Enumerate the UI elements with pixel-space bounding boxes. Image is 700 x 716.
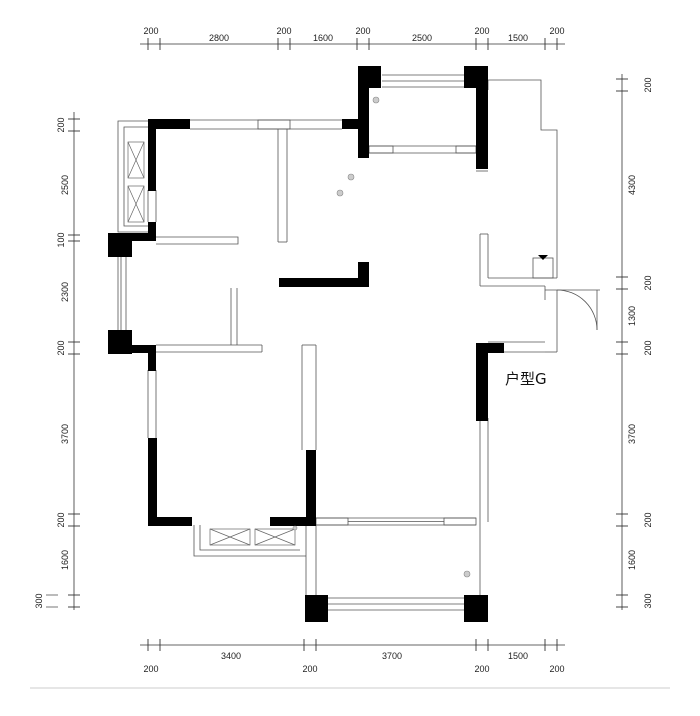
partition-walls <box>117 74 600 611</box>
dim-top-7: 200 <box>474 26 489 36</box>
dim-top-2: 2800 <box>209 33 229 43</box>
dim-left-2: 2500 <box>60 175 70 195</box>
dimension-top: 200 2800 200 1600 200 2500 200 1500 200 <box>140 26 565 50</box>
dim-bottom-6: 1500 <box>508 651 528 661</box>
dim-right-3: 200 <box>643 275 653 290</box>
dim-right-6: 3700 <box>627 424 637 444</box>
dim-bottom-7: 200 <box>549 664 564 674</box>
dim-right-1: 200 <box>643 77 653 92</box>
dim-left-7: 200 <box>56 512 66 527</box>
dim-left-8: 1600 <box>60 550 70 570</box>
dim-left-4: 2300 <box>60 282 70 302</box>
dim-top-5: 200 <box>355 26 370 36</box>
dim-right-2: 4300 <box>627 175 637 195</box>
dim-bottom-1: 200 <box>143 664 158 674</box>
dim-top-8: 1500 <box>508 33 528 43</box>
dim-right-5: 200 <box>643 340 653 355</box>
load-bearing-walls <box>108 66 504 622</box>
dim-top-3: 200 <box>276 26 291 36</box>
dim-top-1: 200 <box>143 26 158 36</box>
dim-bottom-5: 200 <box>474 664 489 674</box>
dim-right-8: 1600 <box>627 550 637 570</box>
dim-right-4: 1300 <box>627 306 637 326</box>
dimension-left: 200 2500 100 2300 200 3700 200 1600 300 <box>34 112 80 610</box>
dim-left-3: 100 <box>56 232 66 247</box>
dim-top-6: 2500 <box>412 33 432 43</box>
dimension-bottom: 200 3400 200 3700 200 1500 200 <box>140 639 565 674</box>
dim-bottom-4: 3700 <box>382 651 402 661</box>
dim-bottom-3: 200 <box>302 664 317 674</box>
dim-top-9: 200 <box>549 26 564 36</box>
bay-window-bottom <box>209 528 296 546</box>
dim-left-9: 300 <box>34 593 44 608</box>
dimension-right: 200 4300 200 1300 200 3700 200 1600 300 <box>616 74 653 610</box>
arrow-marker-icon <box>538 255 548 260</box>
dim-left-1: 200 <box>56 117 66 132</box>
dim-left-5: 200 <box>56 340 66 355</box>
dim-left-6: 3700 <box>60 424 70 444</box>
dim-bottom-2: 3400 <box>221 651 241 661</box>
dim-right-7: 200 <box>643 512 653 527</box>
dim-right-9: 300 <box>643 593 653 608</box>
plan-label: 户型G <box>505 370 547 388</box>
fixture-markers <box>292 96 471 578</box>
dim-top-4: 1600 <box>313 33 333 43</box>
bay-window-left <box>127 141 145 223</box>
